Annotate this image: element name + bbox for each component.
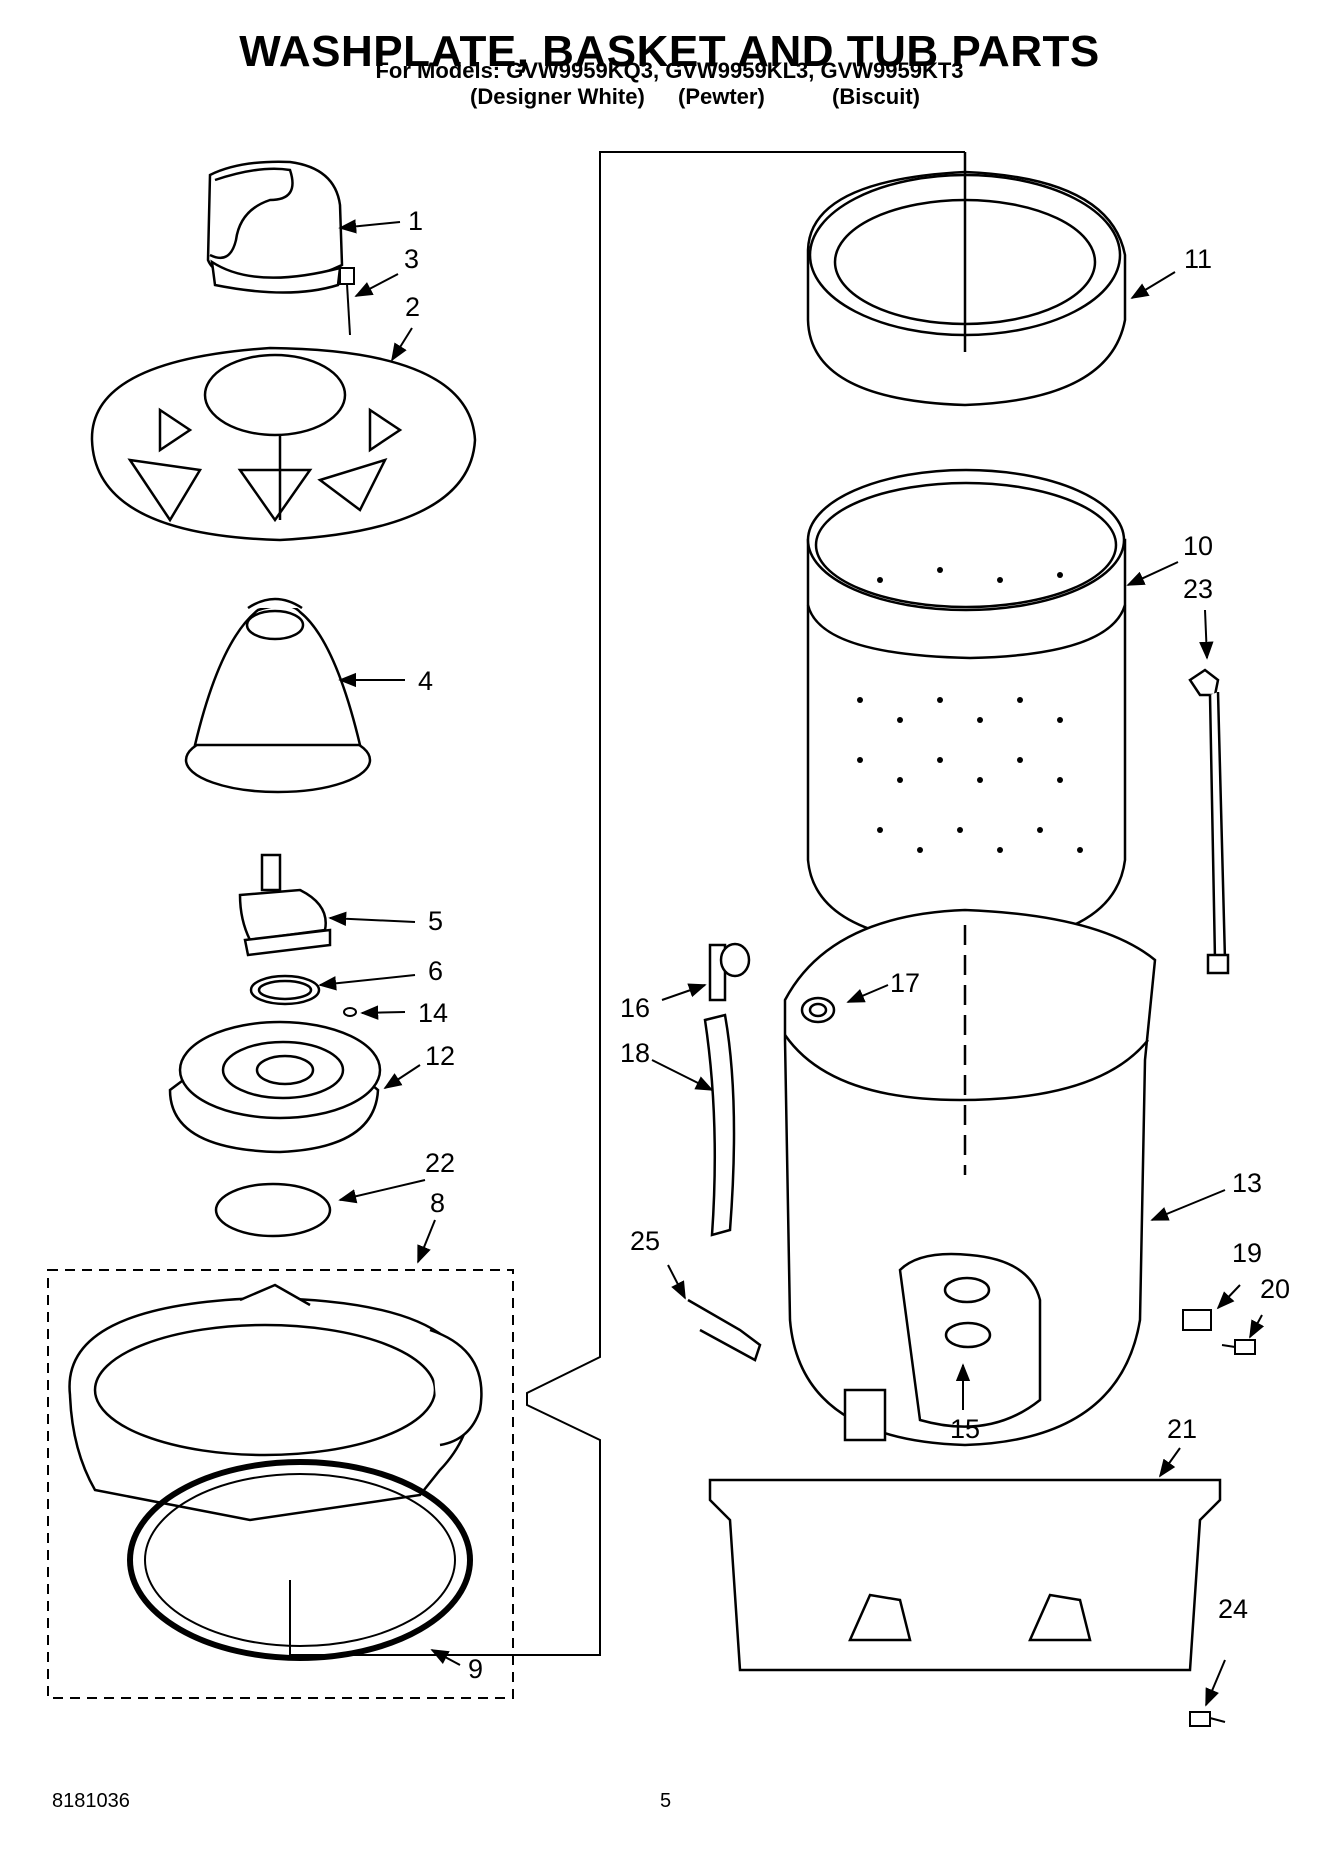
callout-19: 19 — [1232, 1238, 1262, 1268]
color-pewter: (Pewter) — [678, 84, 765, 109]
part-20-screw — [1221, 1339, 1256, 1355]
part-17-grommet — [800, 996, 836, 1024]
part-22-disc — [214, 1182, 332, 1238]
callout-labels: 1 3 2 4 5 6 14 12 22 8 9 11 10 23 17 16 … — [404, 206, 1290, 1684]
document-number: 8181036 — [52, 1790, 130, 1812]
callout-16: 16 — [620, 993, 650, 1023]
part-16-bracket — [708, 942, 751, 1002]
callout-24: 24 — [1218, 1594, 1248, 1624]
part-25-u-bracket — [687, 1298, 762, 1362]
part-1-agitator-cap — [206, 160, 344, 294]
callout-4: 4 — [418, 666, 433, 696]
callout-22: 22 — [425, 1148, 455, 1178]
models-line: For Models: GVW9959KQ3, GVW9959KL3, GVW9… — [375, 58, 964, 83]
callout-20: 20 — [1260, 1274, 1290, 1304]
part-12-hub — [168, 1020, 382, 1154]
part-6-ring — [249, 974, 321, 1006]
part-10-basket-perforations — [857, 567, 1083, 853]
part-2-washplate — [90, 346, 477, 542]
part-24-screw — [1189, 1711, 1226, 1727]
part-3-bolt — [339, 267, 355, 336]
callout-21: 21 — [1167, 1414, 1197, 1444]
color-designer-white: (Designer White) — [470, 84, 645, 109]
part-11-tub-ring — [806, 152, 1127, 407]
callout-14: 14 — [418, 998, 448, 1028]
callout-10: 10 — [1183, 531, 1213, 561]
callout-11: 11 — [1184, 244, 1212, 274]
callout-5: 5 — [428, 906, 443, 936]
callout-9: 9 — [468, 1654, 483, 1684]
callout-13: 13 — [1232, 1168, 1262, 1198]
callout-25: 25 — [630, 1226, 660, 1256]
callout-18: 18 — [620, 1038, 650, 1068]
diagram-header: WASHPLATE, BASKET AND TUB PARTS — [0, 28, 1339, 76]
part-23-hose — [1188, 668, 1230, 975]
callout-12: 12 — [425, 1041, 455, 1071]
part-8-ring-assembly — [68, 1283, 483, 1522]
callout-1: 1 — [408, 206, 423, 236]
callout-6: 6 — [428, 956, 443, 986]
part-10-basket — [806, 468, 1127, 947]
part-14-washer — [343, 1007, 357, 1017]
part-18-strip — [703, 1013, 736, 1237]
part-21-panel-bracket — [708, 1478, 1222, 1672]
part-13-outer-tub — [783, 908, 1157, 1447]
part-9-tub-seal — [127, 1459, 473, 1661]
callout-3: 3 — [404, 244, 419, 274]
callout-17: 17 — [890, 968, 920, 998]
callout-2: 2 — [405, 292, 420, 322]
callout-23: 23 — [1183, 574, 1213, 604]
part-5-drive-block — [238, 853, 332, 957]
callout-15: 15 — [950, 1414, 980, 1444]
leader-arrows — [318, 219, 1265, 1707]
page-number: 5 — [660, 1790, 672, 1812]
callout-8: 8 — [430, 1188, 445, 1218]
part-8-dashed-group — [47, 1269, 514, 1699]
color-biscuit: (Biscuit) — [832, 84, 920, 109]
page-title: WASHPLATE, BASKET AND TUB PARTS — [239, 27, 1100, 76]
part-19-clip — [1182, 1309, 1212, 1331]
assembly-connector-line — [289, 151, 965, 1656]
part-4-agitator-cone — [184, 597, 372, 794]
